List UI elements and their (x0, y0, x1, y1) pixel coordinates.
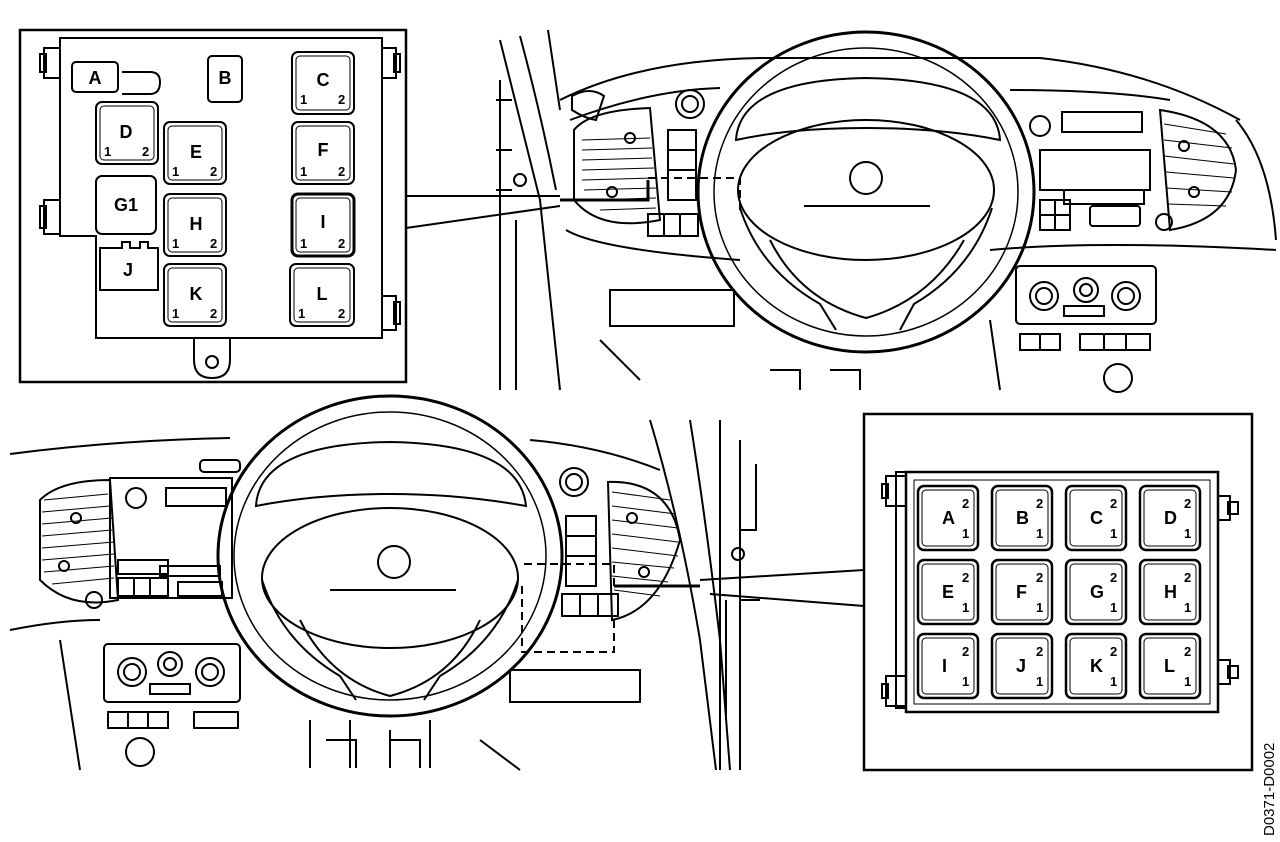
top-slot-I: I 1 2 (290, 192, 356, 258)
top-dashboard (496, 29, 1277, 393)
bottom-callout-lines (699, 569, 865, 607)
pin-label: 2 (338, 236, 345, 251)
pin-label: 1 (172, 306, 179, 321)
bottom-slot-I: I2 1 (916, 632, 980, 700)
top-callout-lines (405, 195, 561, 229)
pin-label: 1 (300, 236, 307, 251)
bottom-slot-A: A2 1 (916, 484, 980, 552)
top-slot-L: L 1 2 (289, 263, 355, 327)
slot-label: J (1016, 656, 1026, 676)
pin-label: 1 (172, 236, 179, 251)
bottom-slot-K: K2 1 (1064, 632, 1128, 700)
pin-label: 1 (962, 600, 969, 615)
pin-label: 2 (1036, 496, 1043, 511)
diagram-code: D0371-D0002 (1261, 743, 1278, 836)
slot-label: A (942, 508, 955, 528)
pin-label: 1 (104, 144, 111, 159)
pin-label: 2 (338, 92, 345, 107)
slot-label: B (219, 68, 232, 88)
slot-label: C (1090, 508, 1103, 528)
pin-label: 1 (962, 674, 969, 689)
slot-label: H (190, 214, 203, 234)
slot-label: H (1164, 582, 1177, 602)
top-slot-F: F 1 2 (291, 121, 355, 185)
pin-label: 2 (210, 236, 217, 251)
slot-label: J (123, 260, 133, 280)
top-slot-H: H 1 2 (163, 193, 227, 257)
pin-label: 1 (1184, 600, 1191, 615)
slot-label: G1 (114, 195, 138, 215)
pin-label: 1 (1036, 674, 1043, 689)
top-slot-E: E 1 2 (163, 121, 227, 185)
slot-label: L (317, 284, 328, 304)
top-slot-G1: G1 (95, 175, 157, 235)
slot-label: K (1090, 656, 1103, 676)
top-slot-K: K 1 2 (163, 263, 227, 327)
pin-label: 1 (298, 306, 305, 321)
pin-label: 2 (210, 306, 217, 321)
bottom-dashboard (9, 394, 760, 771)
pin-label: 1 (1036, 526, 1043, 541)
pin-label: 1 (1184, 526, 1191, 541)
top-inset (18, 28, 408, 384)
pin-label: 1 (1110, 600, 1117, 615)
pin-label: 2 (142, 144, 149, 159)
slot-label: B (1016, 508, 1029, 528)
pin-label: 2 (962, 496, 969, 511)
pin-label: 2 (1036, 570, 1043, 585)
slot-label: L (1164, 656, 1175, 676)
bottom-slot-J: J2 1 (990, 632, 1054, 700)
pin-label: 1 (1110, 526, 1117, 541)
pin-label: 2 (1036, 644, 1043, 659)
slot-label: I (320, 212, 325, 232)
slot-label: A (89, 68, 102, 88)
bottom-slot-L: L2 1 (1138, 632, 1202, 700)
bottom-inset (862, 412, 1254, 772)
pin-label: 2 (1110, 570, 1117, 585)
pin-label: 1 (1110, 674, 1117, 689)
top-slot-B: B (207, 55, 243, 103)
slot-label: I (942, 656, 947, 676)
slot-label: C (317, 70, 330, 90)
pin-label: 2 (962, 570, 969, 585)
bottom-slot-E: E2 1 (916, 558, 980, 626)
pin-label: 2 (210, 164, 217, 179)
bottom-slot-H: H2 1 (1138, 558, 1202, 626)
pin-label: 1 (1184, 674, 1191, 689)
pin-label: 1 (172, 164, 179, 179)
slot-label: D (1164, 508, 1177, 528)
bottom-slot-F: F2 1 (990, 558, 1054, 626)
pin-label: 1 (962, 526, 969, 541)
top-slot-A: A (71, 61, 119, 93)
top-slot-D: D 1 2 (95, 101, 159, 165)
pin-label: 2 (1110, 496, 1117, 511)
pin-label: 1 (1036, 600, 1043, 615)
bottom-slot-D: D2 1 (1138, 484, 1202, 552)
pin-label: 1 (300, 92, 307, 107)
slot-label: E (942, 582, 954, 602)
top-slot-J: J (99, 241, 159, 291)
pin-label: 2 (962, 644, 969, 659)
slot-label: E (190, 142, 202, 162)
bottom-slot-B: B2 1 (990, 484, 1054, 552)
pin-label: 1 (300, 164, 307, 179)
pin-label: 2 (338, 306, 345, 321)
pin-label: 2 (1184, 496, 1191, 511)
slot-label: K (190, 284, 203, 304)
slot-label: F (318, 140, 329, 160)
bottom-slot-G: G2 1 (1064, 558, 1128, 626)
bottom-slot-C: C2 1 (1064, 484, 1128, 552)
slot-label: G (1090, 582, 1104, 602)
pin-label: 2 (1184, 570, 1191, 585)
pin-label: 2 (1184, 644, 1191, 659)
pin-label: 2 (338, 164, 345, 179)
slot-label: D (120, 122, 133, 142)
top-slot-C: C 1 2 (291, 51, 355, 115)
pin-label: 2 (1110, 644, 1117, 659)
slot-label: F (1016, 582, 1027, 602)
